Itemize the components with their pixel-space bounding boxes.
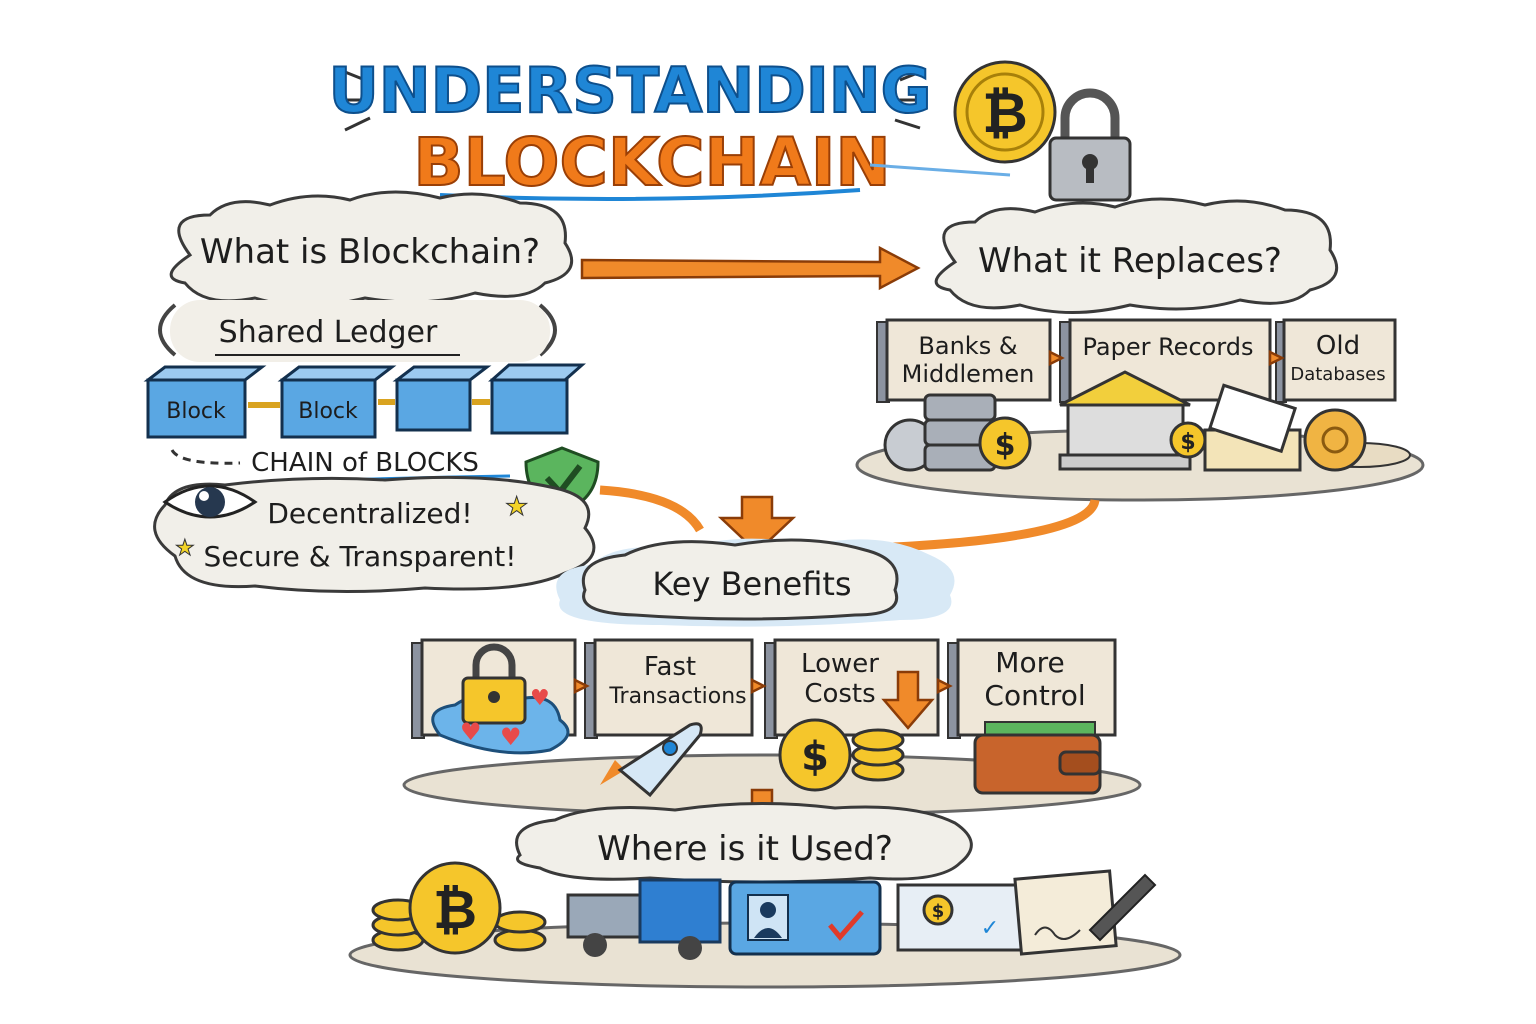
heart-icon: ♥ (530, 686, 550, 711)
title: UNDERSTANDING BLOCKCHAIN (327, 53, 1011, 202)
dollar-coin-icon: $ (1169, 421, 1207, 459)
arrow-icon (936, 677, 953, 695)
decentralized-label: Decentralized! (267, 497, 472, 530)
svg-text:Middlemen: Middlemen (902, 360, 1035, 388)
benefit-more-control: More Control (947, 638, 1117, 795)
secure-transparent-label: Secure & Transparent! (204, 540, 517, 573)
svg-text:₿: ₿ (433, 878, 477, 941)
svg-text:Costs: Costs (804, 679, 875, 709)
arrow-icon (1268, 349, 1285, 367)
properties-cloud: Decentralized! Secure & Transparent! ★ ★ (153, 475, 596, 594)
heart-icon: ♥ (500, 723, 522, 751)
where-used-title: Where is it Used? (597, 829, 893, 869)
rocket-icon (600, 722, 703, 798)
bitcoin-coins-icon: ₿ (371, 861, 547, 955)
svg-text:More: More (995, 646, 1064, 679)
svg-text:$: $ (932, 901, 945, 922)
where-used-heading: Where is it Used? (515, 801, 973, 884)
wallet-icon (973, 721, 1102, 795)
svg-text:Control: Control (984, 679, 1085, 712)
replaces-panel: Banks & Middlemen Paper Records Old Data… (855, 318, 1425, 502)
arrow-icon (750, 677, 767, 695)
arrow-down (717, 495, 797, 554)
what-is-blockchain-title: What is Blockchain? (200, 232, 540, 272)
bank-building-icon (1058, 370, 1192, 471)
svg-text:$: $ (801, 734, 829, 780)
svg-text:Transactions: Transactions (608, 684, 746, 709)
block-4 (488, 363, 586, 435)
curved-arrow-left (599, 485, 704, 533)
replaces-item-banks: Banks & Middlemen (876, 318, 1052, 403)
svg-text:Old: Old (1316, 331, 1360, 361)
check-document-icon: $ ✓ (896, 883, 1025, 952)
coin-stack-icon: $ (778, 718, 905, 792)
title-line-2: BLOCKCHAIN (413, 124, 890, 201)
what-it-replaces-heading: What it Replaces? (934, 197, 1339, 314)
star-icon: ★ (505, 492, 528, 522)
benefit-fast-transactions: Fast Transactions (584, 638, 754, 798)
dollar-coin-icon: $ (978, 416, 1032, 470)
eye-icon (162, 484, 258, 519)
svg-text:Databases: Databases (1290, 364, 1385, 385)
what-is-blockchain-heading: What is Blockchain? (169, 190, 574, 307)
arrow-icon (1048, 349, 1065, 367)
svg-text:✓: ✓ (981, 916, 999, 941)
arrow-down-icon (881, 670, 935, 730)
svg-text:Banks &: Banks & (918, 332, 1017, 360)
star-icon: ★ (175, 536, 195, 561)
block-2: Block (277, 365, 397, 439)
svg-text:Paper Records: Paper Records (1082, 333, 1253, 361)
svg-text:Block: Block (298, 399, 358, 424)
shared-ledger-label: Shared Ledger (219, 315, 438, 350)
emphasis-marks-right (894, 68, 926, 130)
svg-text:$: $ (995, 428, 1016, 463)
title-line-1: UNDERSTANDING (328, 54, 931, 127)
heart-icon: ♥ (460, 718, 482, 746)
delivery-truck-icon (566, 878, 722, 960)
replaces-item-old-databases: Old Databases (1275, 318, 1397, 403)
svg-text:Lower: Lower (801, 649, 879, 679)
arrow-right (580, 245, 921, 291)
emphasis-marks-left (335, 68, 371, 132)
snail-icon (1303, 408, 1411, 472)
contract-icon (1013, 869, 1157, 956)
svg-text:$: $ (1180, 430, 1195, 455)
chain-of-blocks-label: CHAIN of BLOCKS (251, 448, 479, 478)
svg-text:Block: Block (166, 399, 226, 424)
block-1: Block (143, 365, 267, 439)
benefit-security: ♥ ♥ ♥ (411, 638, 577, 755)
what-it-replaces-title: What it Replaces? (978, 241, 1282, 281)
padlock-icon (1048, 88, 1132, 202)
block-3 (392, 365, 492, 432)
bitcoin-icon: ₿ (953, 60, 1057, 164)
key-benefits-heading: Key Benefits (556, 538, 955, 627)
key-benefits-title: Key Benefits (652, 565, 851, 603)
svg-text:Fast: Fast (644, 652, 696, 682)
id-card-icon (728, 880, 882, 956)
paper-stack-icon (1203, 383, 1302, 472)
chain-links (248, 399, 490, 408)
benefit-lower-costs: Lower Costs $ (764, 638, 940, 792)
title-swoosh (869, 163, 1011, 177)
server-icon (883, 393, 997, 472)
pen-icon (1088, 873, 1157, 942)
benefits-panel: ♥ ♥ ♥ Fast Transactions Lower Costs (402, 638, 1142, 817)
block-chain: Block Block (143, 363, 586, 439)
arrow-icon (573, 677, 590, 695)
shared-ledger: Shared Ledger (158, 300, 557, 362)
svg-text:₿: ₿ (982, 81, 1028, 146)
used-panel: ₿ $ ✓ (348, 861, 1182, 989)
padlock-icon (461, 643, 527, 725)
